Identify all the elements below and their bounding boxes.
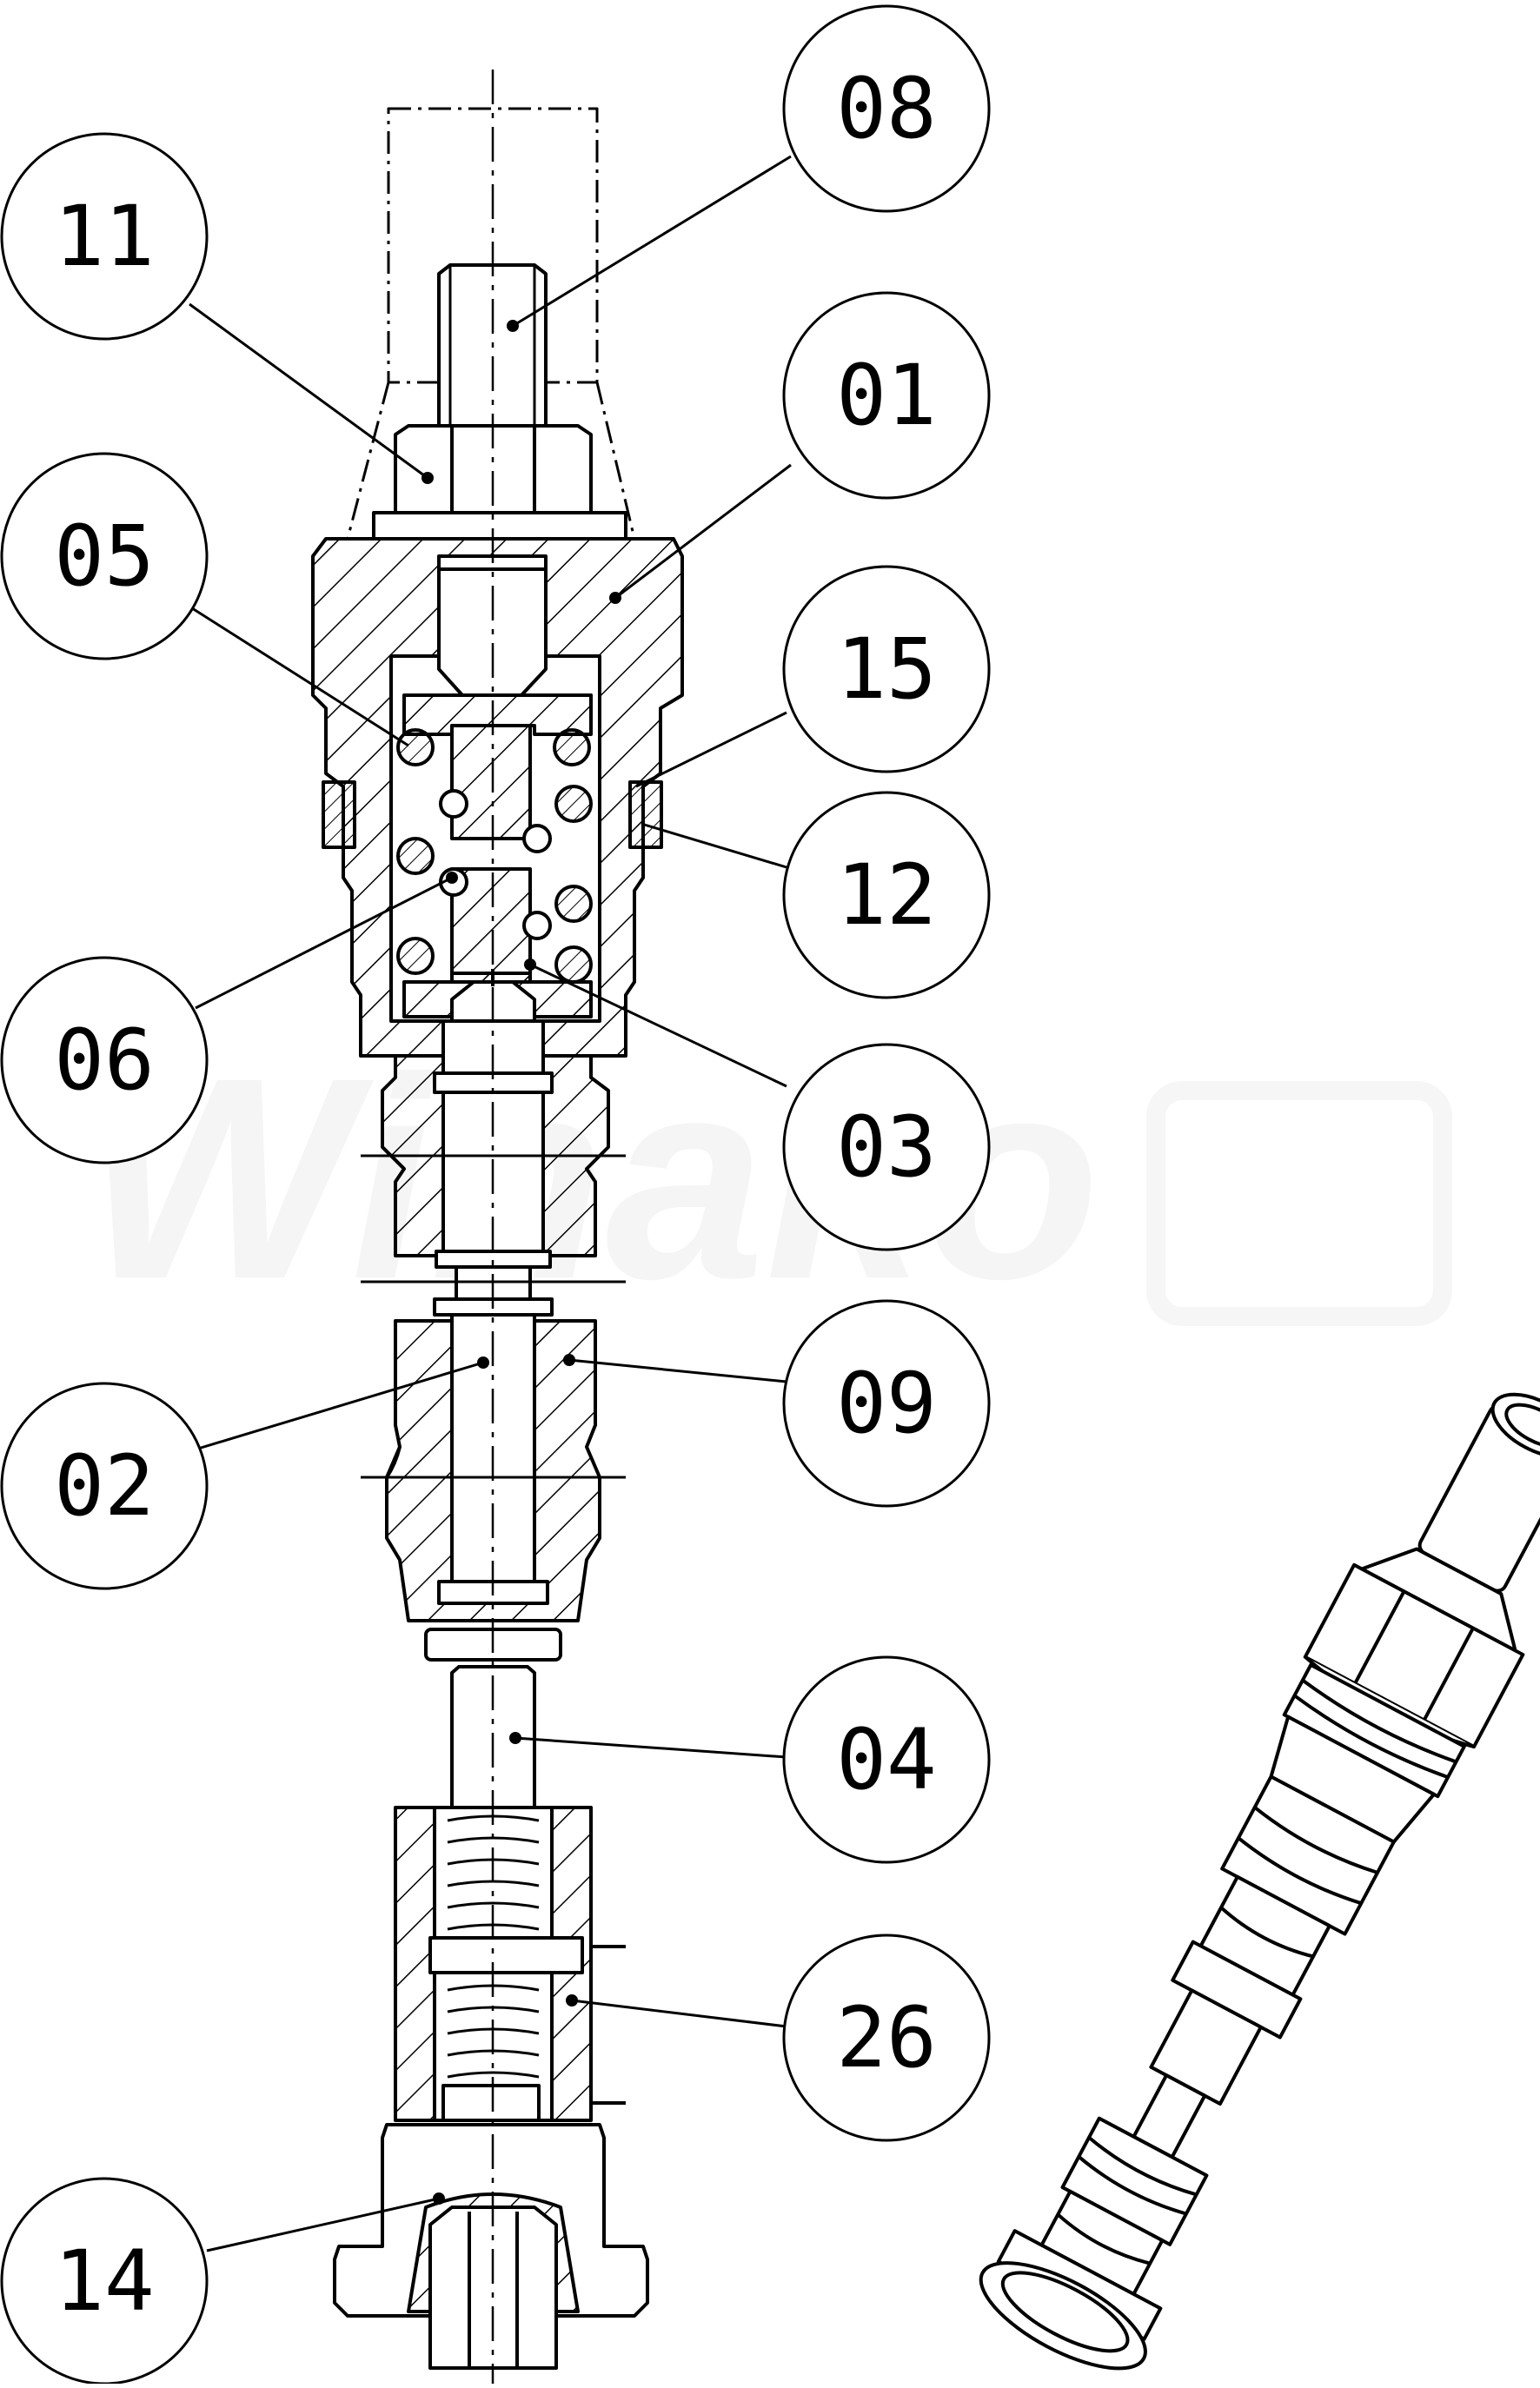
callout-12: 12 — [782, 791, 991, 999]
leader-lines — [189, 155, 792, 2252]
section-view — [311, 70, 684, 2384]
callout-04: 04 — [782, 1655, 991, 1864]
callout-14-label: 14 — [54, 2232, 155, 2330]
callout-26-label: 26 — [836, 1989, 937, 2086]
callout-08-label: 08 — [836, 60, 937, 157]
callout-03: 03 — [782, 1043, 991, 1251]
phantom-outline — [346, 107, 636, 540]
callout-12-label: 12 — [836, 846, 937, 944]
callout-01: 01 — [782, 291, 991, 500]
callout-05: 05 — [0, 452, 209, 660]
callouts: 08 11 01 05 15 12 06 03 — [0, 4, 991, 2385]
callout-14: 14 — [0, 2177, 209, 2385]
callout-26: 26 — [782, 1934, 991, 2142]
isometric-view — [979, 1392, 1540, 2371]
callout-03-label: 03 — [836, 1098, 937, 1196]
leader-dots — [422, 320, 621, 2205]
hex-nut-11 — [372, 424, 627, 541]
callout-15: 15 — [782, 565, 991, 773]
callout-01-label: 01 — [836, 347, 937, 444]
adjuster-housing-26 — [394, 1806, 626, 2122]
callout-02-label: 02 — [54, 1437, 155, 1535]
seal-ring-15 — [322, 780, 663, 849]
callout-06-label: 06 — [54, 1012, 155, 1109]
callout-09: 09 — [782, 1299, 991, 1508]
watermark-logo — [1156, 1091, 1443, 1317]
callout-06: 06 — [0, 956, 209, 1164]
callout-08: 08 — [782, 4, 991, 213]
callout-04-label: 04 — [836, 1711, 937, 1808]
callout-09-label: 09 — [836, 1355, 937, 1452]
callout-11: 11 — [0, 132, 209, 341]
callout-11-label: 11 — [54, 188, 155, 285]
callout-02: 02 — [0, 1382, 209, 1590]
knob-14 — [333, 2123, 649, 2370]
callout-15-label: 15 — [836, 620, 937, 718]
spring-coils-12 — [396, 728, 593, 984]
callout-05-label: 05 — [54, 507, 155, 605]
